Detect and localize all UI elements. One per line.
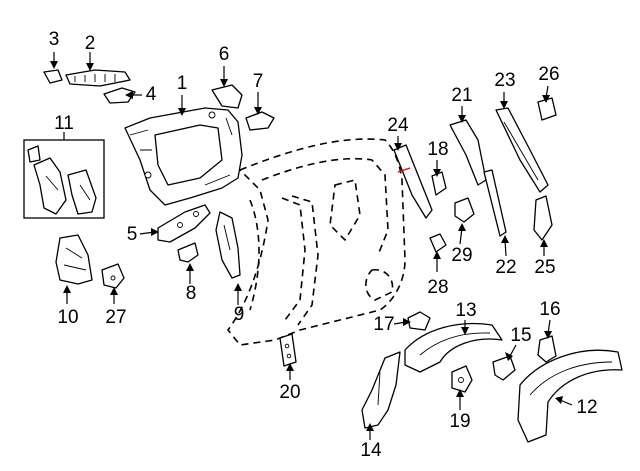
callout-4[interactable]: 4 [146, 84, 157, 105]
part-1-inner-panel[interactable] [124, 107, 243, 206]
callout-16[interactable]: 16 [539, 299, 560, 320]
part-25-bracket[interactable] [533, 195, 553, 241]
callout-11[interactable]: 11 [54, 113, 74, 134]
callout-14[interactable]: 14 [360, 440, 382, 461]
part-17-bracket[interactable] [407, 311, 431, 331]
callout-labels: 1 2 3 4 5 6 7 8 9 10 11 12 13 14 15 16 1… [49, 29, 598, 461]
callout-18[interactable]: 18 [427, 139, 448, 160]
callout-9[interactable]: 9 [234, 304, 245, 325]
callout-2[interactable]: 2 [85, 33, 96, 54]
callout-10[interactable]: 10 [57, 307, 78, 328]
part-13-wheelhouse[interactable] [404, 322, 503, 373]
part-2-bracket[interactable] [65, 69, 131, 87]
part-7-bracket[interactable] [245, 111, 275, 131]
callout-21[interactable]: 21 [451, 85, 472, 106]
callout-26[interactable]: 26 [538, 64, 559, 85]
leader-lines [50, 52, 573, 440]
callout-15[interactable]: 15 [510, 325, 531, 346]
callout-6[interactable]: 6 [219, 44, 230, 65]
part-14-wheelhouse-inner[interactable] [361, 351, 401, 429]
part-19-bracket[interactable] [451, 365, 473, 393]
part-27-bracket[interactable] [101, 263, 125, 289]
callout-27[interactable]: 27 [105, 307, 126, 328]
callout-13[interactable]: 13 [455, 300, 476, 321]
part-29-bracket[interactable] [454, 197, 475, 223]
part-20-plate[interactable] [279, 333, 297, 367]
part-6-bracket[interactable] [211, 84, 243, 109]
quarter-panel-outline [227, 138, 406, 346]
part-10-pillar[interactable] [55, 234, 93, 285]
part-11-kit-box[interactable] [23, 139, 105, 219]
callout-29[interactable]: 29 [451, 245, 472, 266]
callout-7[interactable]: 7 [253, 71, 264, 92]
callout-23[interactable]: 23 [494, 70, 515, 91]
part-3-clip[interactable] [43, 69, 63, 84]
callout-28[interactable]: 28 [427, 277, 448, 298]
part-5-reinforcement[interactable] [157, 204, 211, 243]
callout-5[interactable]: 5 [127, 224, 138, 245]
callout-24[interactable]: 24 [387, 115, 409, 136]
part-21-pillar-trim[interactable] [449, 119, 487, 186]
part-9-pillar-extension[interactable] [215, 211, 241, 279]
callout-17[interactable]: 17 [373, 314, 394, 335]
callout-25[interactable]: 25 [534, 257, 555, 278]
part-16-bracket[interactable] [537, 335, 557, 363]
callout-20[interactable]: 20 [279, 382, 300, 403]
part-22-rail[interactable] [483, 169, 507, 237]
part-18-bracket[interactable] [431, 171, 447, 196]
callout-12[interactable]: 12 [576, 397, 597, 418]
callout-19[interactable]: 19 [449, 411, 470, 432]
part-28-clip[interactable] [429, 233, 447, 253]
part-8-bracket[interactable] [177, 242, 199, 263]
callout-22[interactable]: 22 [495, 257, 516, 278]
callout-3[interactable]: 3 [49, 29, 60, 50]
part-12-wheel-liner[interactable] [517, 349, 623, 443]
callout-8[interactable]: 8 [186, 283, 197, 304]
part-23-pillar[interactable] [495, 107, 549, 193]
part-24-pillar[interactable] [393, 144, 433, 219]
callout-1[interactable]: 1 [177, 73, 188, 94]
part-15-bracket[interactable] [492, 355, 516, 381]
part-26-bracket[interactable] [537, 97, 557, 121]
